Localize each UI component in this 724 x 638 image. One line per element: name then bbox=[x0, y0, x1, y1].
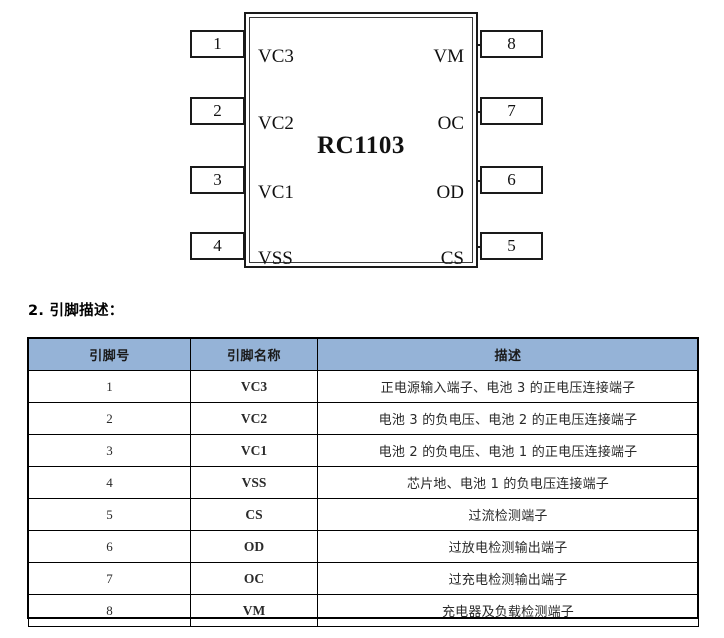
table-header-row: 引脚号 引脚名称 描述 bbox=[28, 338, 699, 371]
column-header-description: 描述 bbox=[317, 338, 699, 371]
cell-description: 电池 3 的负电压、电池 2 的正电压连接端子 bbox=[317, 402, 699, 435]
cell-pin-number: 6 bbox=[28, 530, 191, 563]
cell-pin-name: VC3 bbox=[190, 370, 318, 403]
pin-lead-8 bbox=[474, 44, 482, 46]
pin-lead-5 bbox=[474, 246, 482, 248]
column-header-pin-number: 引脚号 bbox=[28, 338, 191, 371]
pin-label-vc3: VC3 bbox=[258, 46, 294, 67]
chip-part-number: RC1103 bbox=[317, 132, 405, 159]
pin-label-od: OD bbox=[436, 182, 464, 203]
cell-pin-number: 2 bbox=[28, 402, 191, 435]
cell-description: 过充电检测输出端子 bbox=[317, 562, 699, 595]
cell-pin-name: OD bbox=[190, 530, 318, 563]
cell-pin-number: 1 bbox=[28, 370, 191, 403]
cell-pin-name: VC2 bbox=[190, 402, 318, 435]
pin-number-box-5: 5 bbox=[480, 232, 543, 260]
pin-label-oc: OC bbox=[437, 113, 464, 134]
pin-lead-7 bbox=[474, 111, 482, 113]
pin-label-vc2: VC2 bbox=[258, 113, 294, 134]
cell-pin-name: VSS bbox=[190, 466, 318, 499]
pin-number-box-1: 1 bbox=[190, 30, 245, 58]
cell-pin-number: 3 bbox=[28, 434, 191, 467]
cell-description: 电池 2 的负电压、电池 1 的正电压连接端子 bbox=[317, 434, 699, 467]
pin-number-box-4: 4 bbox=[190, 232, 245, 260]
chip-body: VC3 VC2 VC1 VSS VM OC OD CS RC1103 bbox=[244, 12, 478, 268]
cell-pin-number: 7 bbox=[28, 562, 191, 595]
section-heading-pin-description: 2. 引脚描述： bbox=[28, 303, 124, 319]
pin-number-box-8: 8 bbox=[480, 30, 543, 58]
cell-pin-name: OC bbox=[190, 562, 318, 595]
pin-number-box-2: 2 bbox=[190, 97, 245, 125]
cell-pin-name: CS bbox=[190, 498, 318, 531]
cell-description: 过放电检测输出端子 bbox=[317, 530, 699, 563]
cell-description: 芯片地、电池 1 的负电压连接端子 bbox=[317, 466, 699, 499]
pin-number-box-7: 7 bbox=[480, 97, 543, 125]
cell-description: 正电源输入端子、电池 3 的正电压连接端子 bbox=[317, 370, 699, 403]
pin-label-vm: VM bbox=[433, 46, 464, 67]
cell-pin-name: VC1 bbox=[190, 434, 318, 467]
cell-description: 充电器及负载检测端子 bbox=[317, 594, 699, 627]
cell-pin-name: VM bbox=[190, 594, 318, 627]
pin-label-vss: VSS bbox=[258, 248, 293, 269]
cell-description: 过流检测端子 bbox=[317, 498, 699, 531]
pin-label-vc1: VC1 bbox=[258, 182, 294, 203]
cell-pin-number: 5 bbox=[28, 498, 191, 531]
column-header-pin-name: 引脚名称 bbox=[190, 338, 318, 371]
chip-pinout-diagram: VC3 VC2 VC1 VSS VM OC OD CS RC1103 1 2 3… bbox=[0, 0, 724, 290]
pin-label-cs: CS bbox=[440, 248, 464, 269]
pin-lead-6 bbox=[474, 180, 482, 182]
cell-pin-number: 4 bbox=[28, 466, 191, 499]
pin-number-box-6: 6 bbox=[480, 166, 543, 194]
pin-number-box-3: 3 bbox=[190, 166, 245, 194]
cell-pin-number: 8 bbox=[28, 594, 191, 627]
